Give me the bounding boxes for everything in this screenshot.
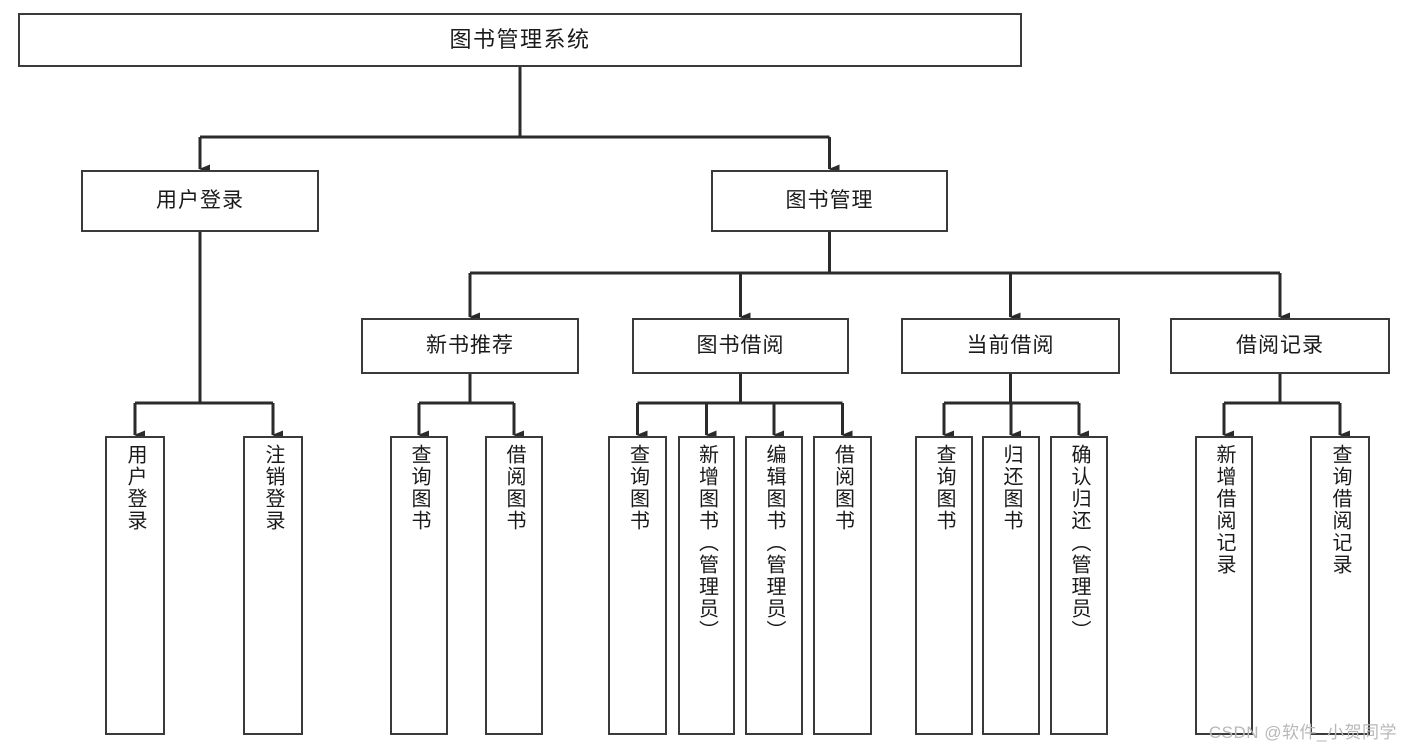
node-label-l-return: 归还图书 xyxy=(1000,444,1022,532)
node-label-l-bbook2: 借阅图书 xyxy=(831,444,854,532)
node-label-l-qbook3: 查询图书 xyxy=(933,444,955,532)
node-label-l-confirm: 确认归还（管理员） xyxy=(1068,444,1090,642)
node-label-borrow: 图书借阅 xyxy=(696,333,785,357)
csdn-watermark: CSDN @软件_小贺同学 xyxy=(1208,723,1397,742)
node-current[interactable]: 当前借阅 xyxy=(901,318,1120,374)
node-l-return[interactable]: 归还图书 xyxy=(982,436,1040,735)
node-login[interactable]: 用户登录 xyxy=(81,170,319,232)
node-label-root: 图书管理系统 xyxy=(449,27,591,53)
node-label-l-qbook2: 查询图书 xyxy=(626,444,649,532)
node-label-l-login: 用户登录 xyxy=(124,444,146,532)
node-l-logout[interactable]: 注销登录 xyxy=(243,436,303,735)
node-bookmgmt[interactable]: 图书管理 xyxy=(711,170,948,232)
node-label-login: 用户登录 xyxy=(156,188,244,212)
node-l-qbook1[interactable]: 查询图书 xyxy=(390,436,448,735)
node-label-bookmgmt: 图书管理 xyxy=(785,188,874,212)
node-records[interactable]: 借阅记录 xyxy=(1170,318,1390,374)
node-l-confirm[interactable]: 确认归还（管理员） xyxy=(1050,436,1108,735)
node-label-l-qbook1: 查询图书 xyxy=(408,444,430,532)
node-label-newbook: 新书推荐 xyxy=(426,333,514,357)
node-label-records: 借阅记录 xyxy=(1236,333,1324,357)
node-borrow[interactable]: 图书借阅 xyxy=(632,318,849,374)
node-label-l-addrec: 新增借阅记录 xyxy=(1213,444,1235,576)
node-l-bbook2[interactable]: 借阅图书 xyxy=(813,436,872,735)
node-l-editbook[interactable]: 编辑图书（管理员） xyxy=(745,436,803,735)
node-l-qbook3[interactable]: 查询图书 xyxy=(915,436,973,735)
node-l-addrec[interactable]: 新增借阅记录 xyxy=(1195,436,1253,735)
node-l-qbook2[interactable]: 查询图书 xyxy=(608,436,667,735)
node-l-addbook[interactable]: 新增图书（管理员） xyxy=(678,436,735,735)
node-root[interactable]: 图书管理系统 xyxy=(18,13,1022,67)
node-label-current: 当前借阅 xyxy=(966,333,1055,357)
node-label-l-qrec: 查询借阅记录 xyxy=(1329,444,1351,576)
node-label-l-addbook: 新增图书（管理员） xyxy=(695,444,718,642)
node-label-l-logout: 注销登录 xyxy=(262,444,284,532)
node-l-qrec[interactable]: 查询借阅记录 xyxy=(1310,436,1370,735)
node-newbook[interactable]: 新书推荐 xyxy=(361,318,579,374)
node-label-l-editbook: 编辑图书（管理员） xyxy=(763,444,785,642)
node-label-l-bbook1: 借阅图书 xyxy=(503,444,525,532)
node-l-bbook1[interactable]: 借阅图书 xyxy=(485,436,543,735)
node-l-login[interactable]: 用户登录 xyxy=(105,436,165,735)
